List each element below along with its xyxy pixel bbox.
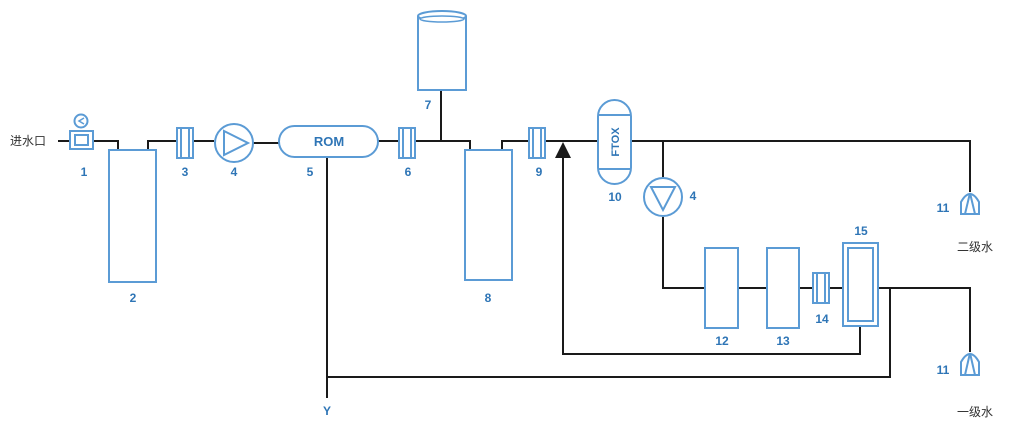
outlet-secondary-icon bbox=[960, 192, 980, 215]
gauge-icon bbox=[73, 113, 89, 129]
equipment-numbers: 1 2 3 4 5 6 7 8 9 10 4 11 11 12 13 14 15… bbox=[81, 98, 950, 418]
column-13 bbox=[766, 247, 800, 329]
pipe-15-outlet bbox=[878, 287, 971, 352]
text-labels: 进水口 二级水 一级水 bbox=[10, 134, 993, 419]
pipe-ftox-outlet bbox=[631, 140, 971, 192]
label-14: 14 bbox=[815, 312, 829, 326]
label-7: 7 bbox=[425, 98, 432, 112]
label-8: 8 bbox=[485, 291, 492, 305]
pipe-recirculation bbox=[555, 142, 861, 355]
storage-tank-7 bbox=[417, 10, 467, 91]
pipe-pump-12 bbox=[662, 217, 705, 289]
label-9: 9 bbox=[536, 165, 543, 179]
polisher-15-inner bbox=[847, 247, 874, 322]
pipe-1-2 bbox=[93, 140, 119, 150]
secondary-water-label: 二级水 bbox=[957, 240, 993, 254]
label-2: 2 bbox=[130, 291, 137, 305]
equipment bbox=[69, 10, 980, 376]
cartridge-filter-9 bbox=[528, 127, 546, 159]
label-12: 12 bbox=[715, 334, 729, 348]
label-4a: 4 bbox=[231, 165, 238, 179]
pipe-return bbox=[327, 288, 891, 378]
label-5: 5 bbox=[307, 165, 314, 179]
cartridge-filter-6 bbox=[398, 127, 416, 159]
label-4b: 4 bbox=[690, 189, 697, 203]
prefilter-column bbox=[108, 149, 157, 283]
column-12 bbox=[704, 247, 739, 329]
pipe-6-8 bbox=[416, 140, 471, 150]
label-10: 10 bbox=[608, 190, 622, 204]
inlet-label: 进水口 bbox=[10, 134, 46, 148]
rom-label: ROM bbox=[314, 134, 344, 149]
rom-module bbox=[278, 125, 379, 158]
pipe-2-3 bbox=[147, 140, 176, 150]
flow-meter bbox=[69, 113, 94, 150]
pipe-network bbox=[58, 90, 971, 398]
pipe-8-9 bbox=[501, 140, 528, 150]
label-1: 1 bbox=[81, 165, 88, 179]
label-15: 15 bbox=[854, 224, 868, 238]
cartridge-filter-14 bbox=[812, 272, 830, 304]
tank-8 bbox=[464, 149, 513, 281]
label-y: Y bbox=[323, 404, 331, 418]
primary-water-label: 一级水 bbox=[957, 405, 993, 419]
label-3: 3 bbox=[182, 165, 189, 179]
pump-icon-4a bbox=[214, 123, 254, 163]
label-13: 13 bbox=[776, 334, 790, 348]
label-6: 6 bbox=[405, 165, 412, 179]
pump-icon-4b bbox=[643, 177, 683, 217]
ftox-label: FTOX bbox=[610, 127, 622, 157]
cartridge-filter-3 bbox=[176, 127, 194, 159]
outlet-primary-icon bbox=[960, 352, 980, 376]
label-11b: 11 bbox=[937, 363, 950, 377]
label-11a: 11 bbox=[937, 201, 950, 215]
ftox-unit bbox=[597, 99, 632, 185]
